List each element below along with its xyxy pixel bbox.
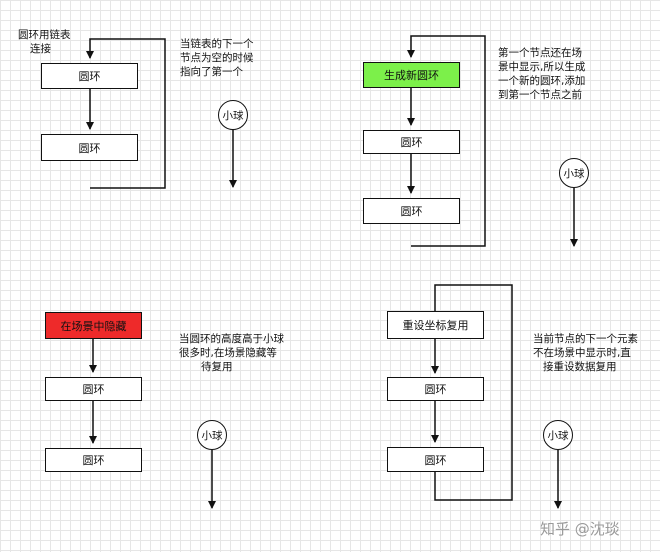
p3-note: 当圆环的高度高于小球 很多时,在场景隐藏等 待复用	[179, 333, 284, 373]
p4-loop-connector	[434, 284, 513, 501]
p1-ball: 小球	[218, 100, 248, 130]
p1-note: 当链表的下一个 节点为空的时候 指向了第一个	[180, 38, 254, 78]
p2-note: 第一个节点还在场 景中显示,所以生成 一个新的圆环,添加 到第一个节点之前	[498, 47, 586, 101]
p3-node-ring-1: 圆环	[45, 377, 142, 401]
watermark: 知乎 @沈琰	[540, 520, 620, 538]
p2-node-ring-2: 圆环	[363, 198, 460, 224]
p1-title: 圆环用链表 连接	[18, 29, 71, 55]
p3-hide-node: 在场景中隐藏	[45, 312, 142, 339]
p2-node-ring-1: 圆环	[363, 130, 460, 154]
p4-reuse-node: 重设坐标复用	[387, 311, 484, 339]
p2-ball: 小球	[559, 158, 589, 188]
p1-loop-connector	[86, 38, 166, 189]
p1-node-ring-2: 圆环	[41, 134, 138, 161]
p4-ball: 小球	[543, 420, 573, 450]
p4-note: 当前节点的下一个元素 不在场景中显示时,直 接重设数据复用	[533, 333, 638, 373]
p4-node-ring-2: 圆环	[387, 447, 484, 472]
p4-node-ring-1: 圆环	[387, 377, 484, 401]
p2-generate-node: 生成新圆环	[363, 62, 460, 88]
p2-loop-connector	[407, 35, 486, 247]
p1-node-ring-1: 圆环	[41, 63, 138, 89]
p3-node-ring-2: 圆环	[45, 448, 142, 472]
p3-ball: 小球	[197, 420, 227, 450]
